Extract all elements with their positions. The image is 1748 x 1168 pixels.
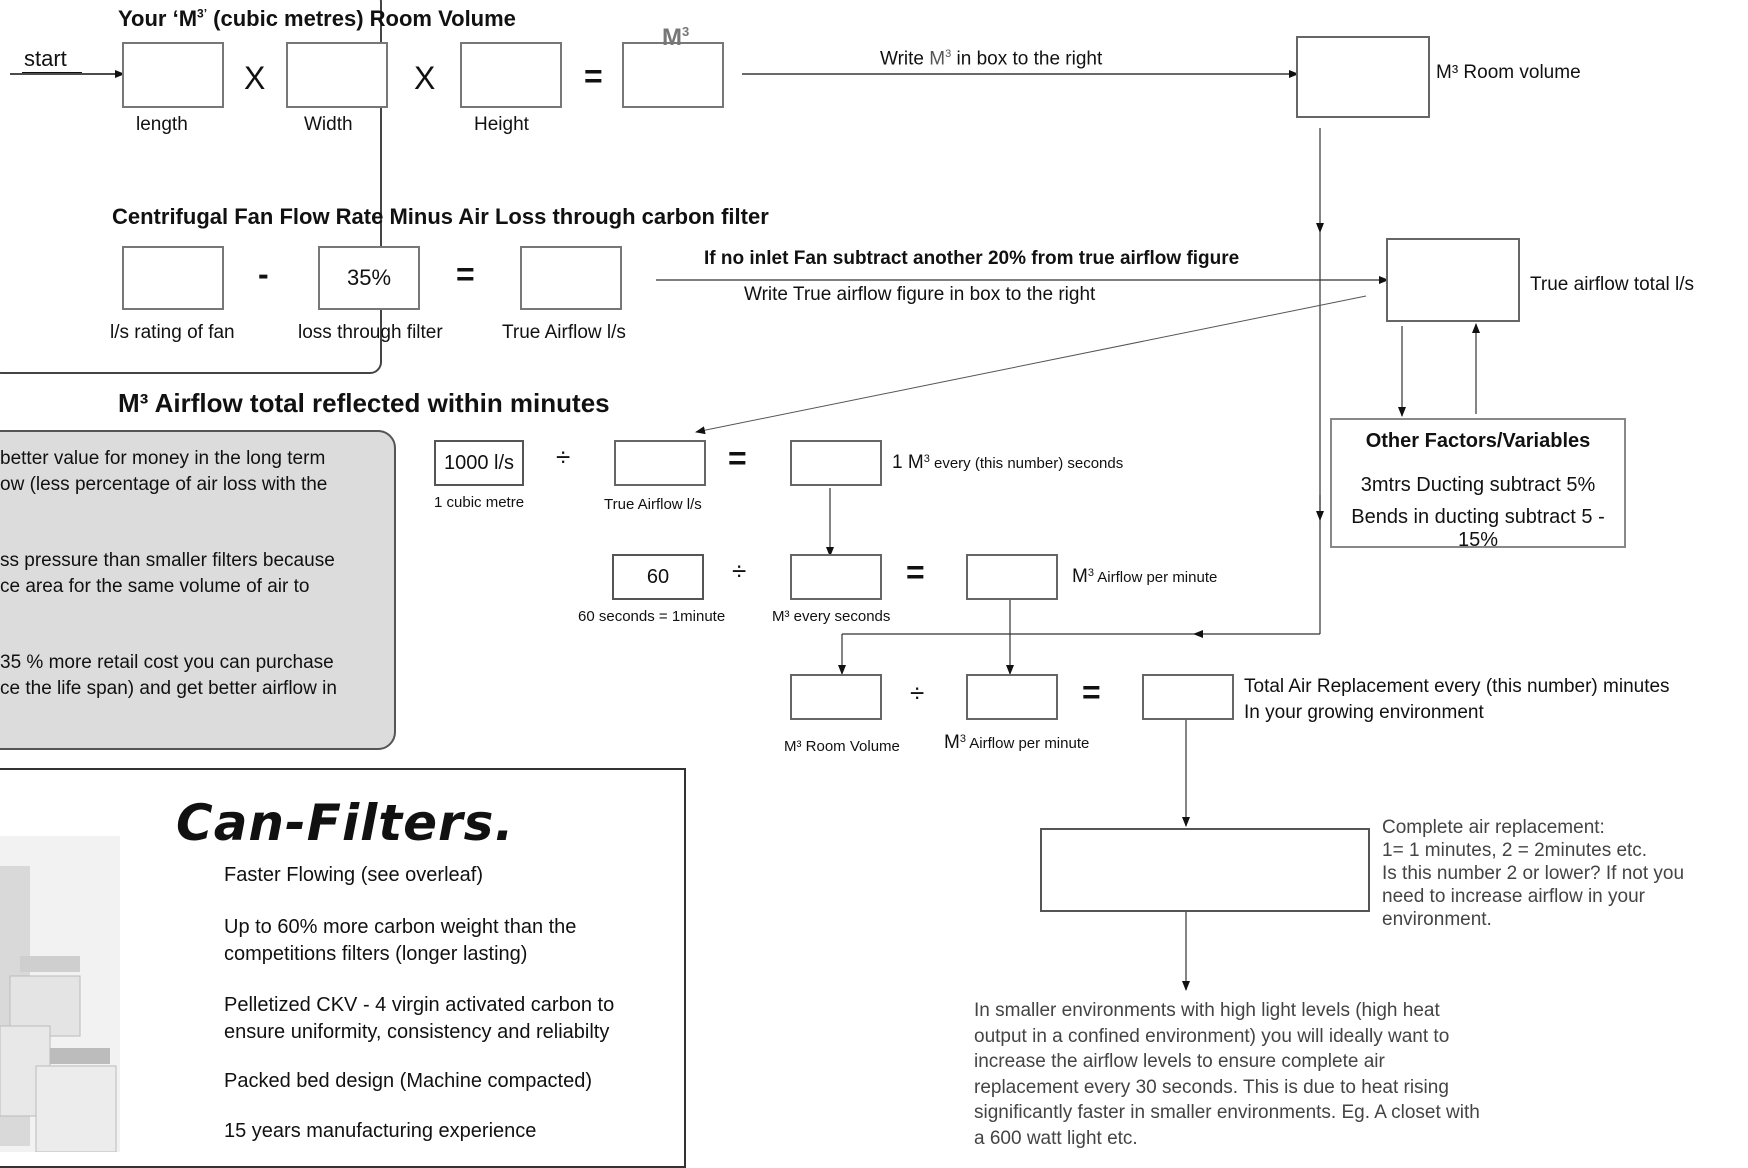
true-airflow-box[interactable] [520, 246, 622, 310]
final-result-box[interactable] [1040, 828, 1370, 912]
ad-item: 15 years manufacturing experience [224, 1120, 537, 1142]
width-label: Width [304, 114, 353, 135]
sixty-seconds-box[interactable]: 60 [612, 554, 704, 600]
m3-result-box[interactable] [622, 42, 724, 108]
side-note-2: ss pressure than smaller filters because… [0, 550, 335, 597]
multiply-sign-2: X [414, 60, 436, 96]
ad-item: Pelletized CKV - 4 virgin activated carb… [224, 994, 615, 1043]
can-filters-product-image [0, 836, 120, 1152]
loss-percentage-box[interactable]: 35% [318, 246, 420, 310]
m3-every-seconds-input[interactable] [790, 554, 882, 600]
true-airflow-total-label: True airflow total l/s [1530, 274, 1695, 295]
diagonal-arrow [695, 295, 1367, 435]
write-m3-instruction: Write M3 in box to the right [880, 48, 1103, 70]
fan-rating-box[interactable] [122, 246, 224, 310]
fan-rating-label: l/s rating of fan [110, 322, 235, 343]
no-inlet-fan-instruction: If no inlet Fan subtract another 20% fro… [704, 248, 1240, 269]
equals-sign-5: = [1082, 674, 1101, 710]
start-label: start [24, 46, 67, 71]
height-label: Height [474, 114, 529, 135]
room-volume-input[interactable] [790, 674, 882, 720]
can-filters-logo: Can-Filters. [176, 794, 515, 852]
airflow-per-minute-label: M3 Airflow per minute [944, 732, 1090, 753]
true-airflow-ls-label: True Airflow l/s [604, 496, 702, 513]
sixty-seconds-label: 60 seconds = 1minute [578, 608, 726, 625]
room-volume-label: M³ Room volume [1436, 62, 1581, 83]
true-airflow-label: True Airflow l/s [502, 322, 626, 343]
result-note: Complete air replacement: 1= 1 minutes, … [1382, 817, 1685, 930]
other-factors-box: Other Factors/Variables 3mtrs Ducting su… [1330, 418, 1626, 551]
left-panel-frame [0, 0, 382, 374]
divide-sign-2: ÷ [732, 556, 747, 586]
total-replacement-line1: Total Air Replacement every (this number… [1244, 676, 1670, 697]
other-factors-title: Other Factors/Variables [1365, 430, 1591, 452]
bottom-note: In smaller environments with high light … [974, 1000, 1480, 1149]
side-note-3: 35 % more retail cost you can purchase c… [0, 652, 337, 699]
m3-every-seconds-label: M³ every seconds [772, 608, 891, 625]
true-airflow-total-box[interactable] [1386, 238, 1520, 322]
total-replacement-box[interactable] [1142, 674, 1234, 720]
minus-sign: - [258, 256, 269, 292]
ad-item: Packed bed design (Machine compacted) [224, 1070, 592, 1092]
length-label: length [136, 114, 188, 135]
equals-sign: = [584, 58, 603, 94]
room-volume-box[interactable] [1296, 36, 1430, 118]
m3-every-seconds-caption: 1 M3 every (this number) seconds [892, 452, 1124, 473]
room-volume-small-label: M³ Room Volume [784, 738, 900, 755]
length-input-box[interactable] [122, 42, 224, 108]
m3-box-label: M3 [662, 24, 690, 51]
section2-title: Centrifugal Fan Flow Rate Minus Air Loss… [112, 204, 769, 229]
airflow-per-minute-input[interactable] [966, 674, 1058, 720]
factor-item: Bends in ducting subtract 5 - 15% [1351, 506, 1605, 551]
side-notes-panel [0, 430, 396, 750]
width-input-box[interactable] [286, 42, 388, 108]
airflow-per-minute-box[interactable] [966, 554, 1058, 600]
divide-sign-3: ÷ [910, 678, 925, 708]
write-true-airflow-instruction: Write True airflow figure in box to the … [744, 284, 1096, 305]
ad-item: Up to 60% more carbon weight than the co… [224, 916, 577, 965]
factor-item: 3mtrs Ducting subtract 5% [1360, 474, 1596, 496]
ad-item: Faster Flowing (see overleaf) [224, 864, 483, 886]
height-input-box[interactable] [460, 42, 562, 108]
divide-sign: ÷ [556, 442, 571, 472]
true-airflow-ls-box[interactable] [614, 440, 706, 486]
side-note-1: better value for money in the long term … [0, 448, 328, 495]
multiply-sign: X [244, 60, 266, 96]
total-replacement-line2: In your growing environment [1244, 702, 1484, 723]
m3-every-seconds-box[interactable] [790, 440, 882, 486]
section3-title: M³ Airflow total reflected within minute… [118, 388, 610, 418]
equals-sign-4: = [906, 554, 925, 590]
airflow-per-minute-caption: M3 Airflow per minute [1072, 566, 1218, 587]
section1-title: Your ‘M3’ (cubic metres) Room Volume [118, 6, 516, 31]
equals-sign-2: = [456, 256, 475, 292]
cubic-metre-label: 1 cubic metre [434, 494, 525, 511]
cubic-metre-box[interactable]: 1000 l/s [434, 440, 524, 486]
equals-sign-3: = [728, 440, 747, 476]
loss-through-filter-label: loss through filter [298, 322, 443, 343]
